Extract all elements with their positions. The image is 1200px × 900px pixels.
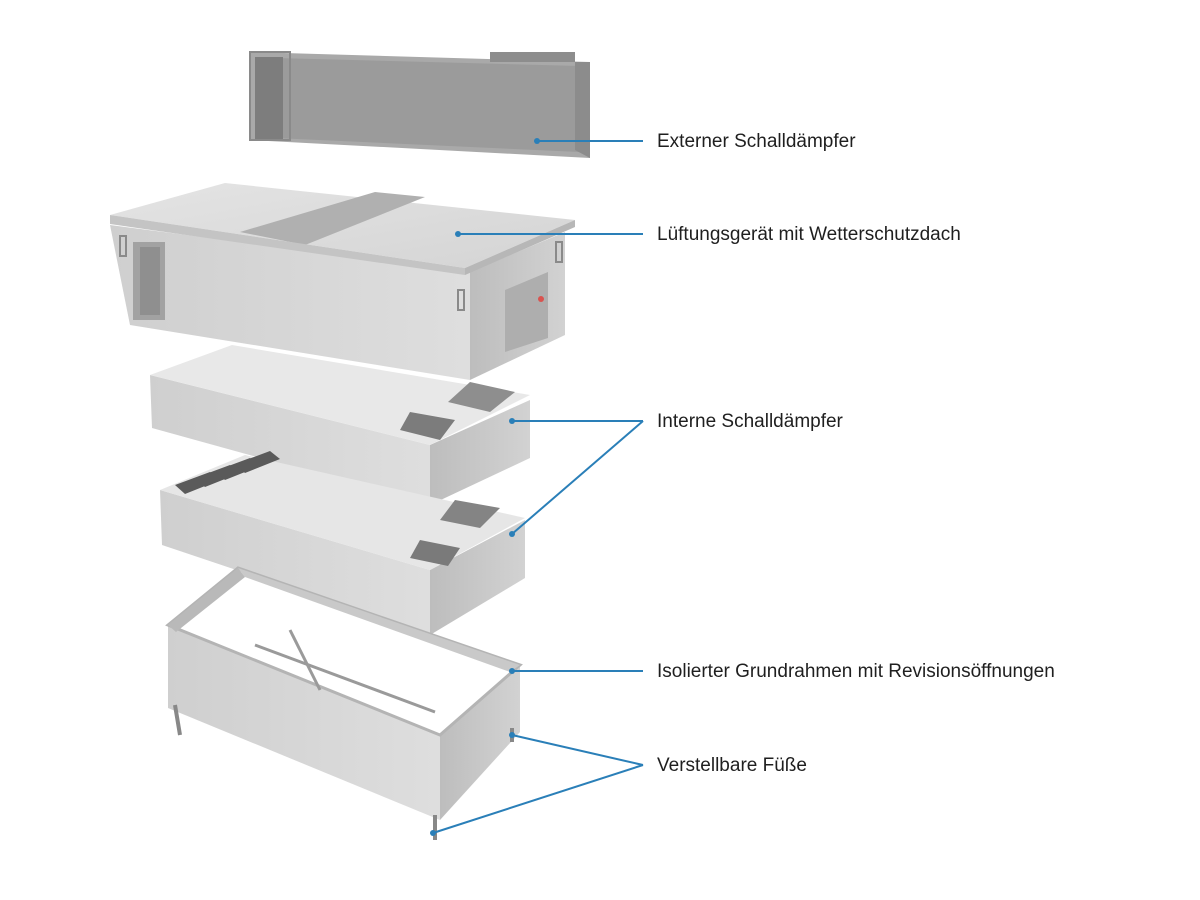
label-ventilation-unit: Lüftungsgerät mit Wetterschutzdach [657,224,961,245]
base-frame [165,566,523,840]
leader-line-internal-silencer-lower [511,420,644,535]
internal-silencer-upper [150,345,530,505]
label-internal-silencers: Interne Schalldämpfer [657,411,843,432]
ventilation-unit [110,183,575,380]
label-external-silencer: Externer Schalldämpfer [657,131,856,152]
label-base-frame: Isolierter Grundrahmen mit Revisionsöffn… [657,661,1055,682]
leader-line-feet-1 [511,734,644,766]
internal-silencer-lower [160,451,525,635]
external-silencer [249,51,590,158]
label-adjustable-feet: Verstellbare Füße [657,755,807,776]
leader-lines [430,138,644,836]
leader-line-feet-2 [432,764,644,834]
